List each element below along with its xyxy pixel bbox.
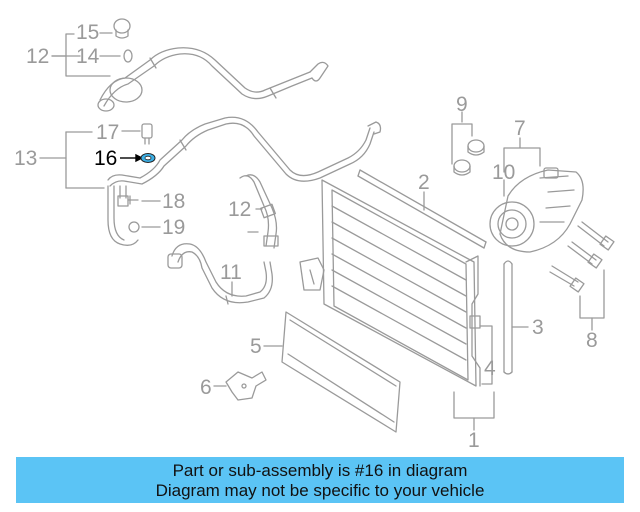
part-19-ring (128, 221, 140, 233)
part-8-bolts (549, 221, 615, 293)
banner-line-2: Diagram may not be specific to your vehi… (155, 481, 485, 500)
part-17-sensor (141, 123, 153, 145)
part-9-caps (453, 139, 485, 176)
part-5-panel (281, 311, 401, 433)
callout-3: 3 (532, 316, 544, 339)
part-11-hose (167, 243, 273, 305)
callout-8: 8 (586, 329, 598, 352)
callout-12-mid: 12 (228, 198, 252, 221)
callout-9-bracket (451, 111, 473, 165)
callout-16[interactable]: 16 (94, 147, 118, 170)
callout-4-bracket (479, 325, 493, 385)
callout-7: 7 (514, 117, 526, 140)
part-13-line (107, 116, 382, 246)
leader-16 (120, 153, 144, 163)
callout-11: 11 (220, 261, 242, 284)
callout-13: 13 (14, 147, 38, 170)
callout-2: 2 (418, 171, 430, 194)
part-6-bracket (225, 371, 267, 401)
callout-9: 9 (456, 93, 468, 116)
callout-4: 4 (484, 357, 496, 380)
callout-6: 6 (200, 376, 212, 399)
callout-8-bracket (579, 269, 605, 331)
callout-10: 10 (492, 161, 516, 184)
callout-15: 15 (76, 21, 100, 44)
callout-14: 14 (76, 45, 100, 68)
callout-19: 19 (162, 216, 186, 239)
part-2-rod (357, 169, 487, 249)
callout-5: 5 (250, 335, 262, 358)
callout-12-top-bracket (51, 33, 111, 77)
callout-1-bracket (453, 391, 495, 431)
part-7-compressor (489, 167, 584, 253)
info-banner: Part or sub-assembly is #16 in diagram D… (16, 457, 624, 503)
part-14-oring (123, 49, 133, 63)
callout-1: 1 (468, 429, 480, 452)
part-15-cap (113, 18, 131, 39)
banner-line-1: Part or sub-assembly is #16 in diagram (172, 461, 468, 480)
part-upper-hose (97, 47, 329, 112)
callout-12-top: 12 (26, 45, 50, 68)
part-12-hose (239, 174, 279, 249)
callout-13-bracket (39, 131, 105, 189)
callout-18: 18 (162, 190, 186, 213)
callout-17: 17 (96, 121, 120, 144)
parts-diagram (39, 18, 615, 433)
part-18-valve (127, 195, 139, 205)
part-4-condenser (299, 179, 481, 387)
part-3-rod (503, 260, 513, 375)
part-16-washer (140, 153, 156, 163)
callout-7-bracket (503, 137, 541, 173)
